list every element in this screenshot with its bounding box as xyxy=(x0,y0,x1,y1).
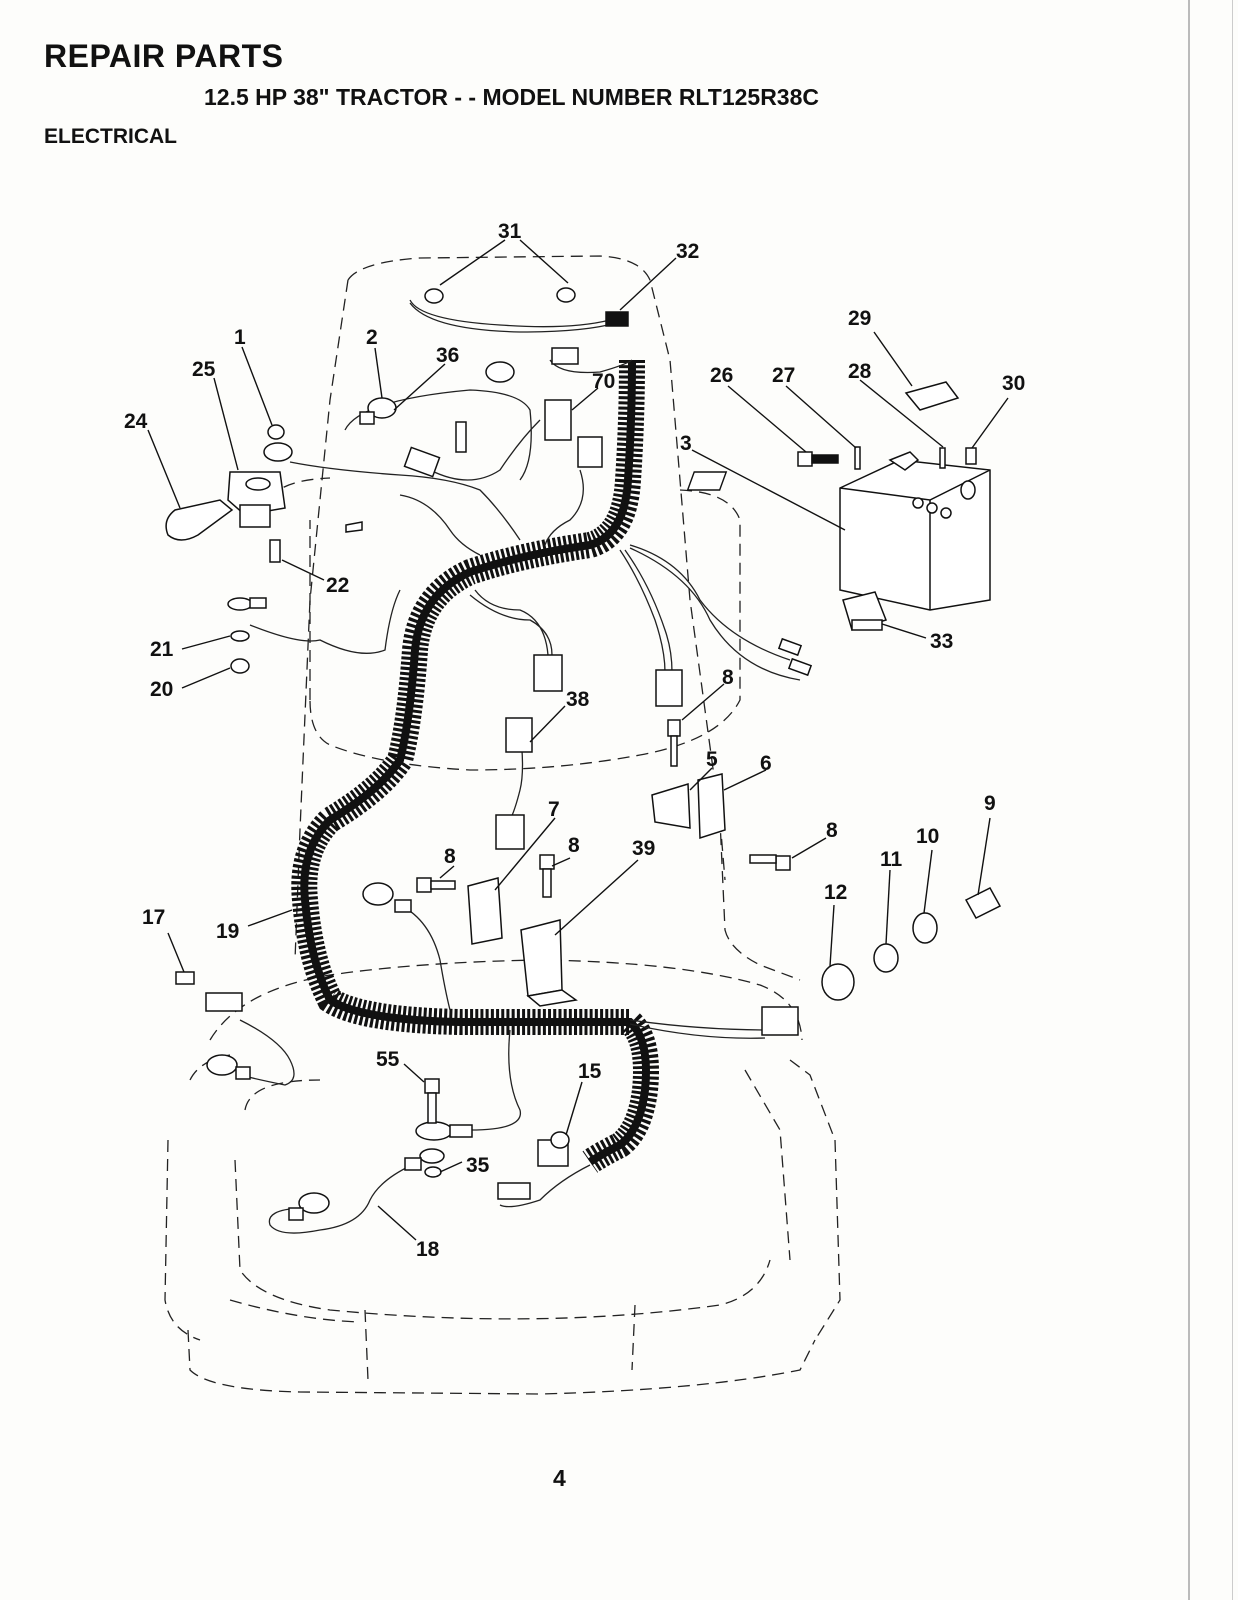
callout-5: 5 xyxy=(706,748,718,771)
callout-22: 22 xyxy=(326,574,349,597)
callout-20: 20 xyxy=(150,678,173,701)
switches-and-hardware xyxy=(175,591,1002,1178)
callout-29: 29 xyxy=(848,307,871,330)
wiring-harness-coil xyxy=(291,359,659,1173)
callout-8a: 8 xyxy=(722,666,734,689)
callout-19: 19 xyxy=(216,920,239,943)
callout-33: 33 xyxy=(930,630,953,653)
callout-70: 70 xyxy=(592,370,615,393)
section-heading: ELECTRICAL xyxy=(44,125,177,148)
callout-55: 55 xyxy=(376,1048,400,1071)
battery-assembly xyxy=(686,381,991,611)
callout-7: 7 xyxy=(548,798,560,821)
tractor-outline xyxy=(164,255,841,1395)
page-title: REPAIR PARTS xyxy=(44,38,284,74)
callout-9: 9 xyxy=(984,792,996,815)
callout-24: 24 xyxy=(124,410,148,433)
page-edge-outer xyxy=(1232,0,1233,1600)
page-subtitle: 12.5 HP 38" TRACTOR - - MODEL NUMBER RLT… xyxy=(204,84,819,110)
terminals-and-connectors xyxy=(205,287,813,1221)
callout-17: 17 xyxy=(142,906,165,929)
page-number: 4 xyxy=(553,1465,566,1491)
callout-2: 2 xyxy=(366,326,378,349)
callout-10: 10 xyxy=(916,825,939,848)
callout-26: 26 xyxy=(710,364,733,387)
callout-38: 38 xyxy=(566,688,590,711)
callout-36: 36 xyxy=(436,344,459,367)
callout-8c: 8 xyxy=(444,845,456,868)
callout-labels: 31 32 29 1 2 36 25 70 26 27 28 30 24 3 2… xyxy=(124,220,1025,1261)
callout-8b: 8 xyxy=(826,819,838,842)
callout-12: 12 xyxy=(824,881,847,904)
callout-3: 3 xyxy=(680,432,692,455)
callout-18: 18 xyxy=(416,1238,440,1261)
callout-28: 28 xyxy=(848,360,872,383)
callout-1: 1 xyxy=(234,326,246,349)
leader-lines xyxy=(147,239,1009,1241)
callout-31: 31 xyxy=(498,220,522,243)
callout-39: 39 xyxy=(632,837,655,860)
callout-35: 35 xyxy=(466,1154,490,1177)
callout-11: 11 xyxy=(880,848,903,871)
callout-32: 32 xyxy=(676,240,699,263)
callout-30: 30 xyxy=(1002,372,1025,395)
page-edge xyxy=(1188,0,1190,1600)
callout-27: 27 xyxy=(772,364,795,387)
callout-25: 25 xyxy=(192,358,216,381)
callout-6: 6 xyxy=(760,752,772,775)
callout-8d: 8 xyxy=(568,834,580,857)
callout-15: 15 xyxy=(578,1060,602,1083)
starter-solenoid xyxy=(165,424,286,674)
callout-21: 21 xyxy=(150,638,174,661)
